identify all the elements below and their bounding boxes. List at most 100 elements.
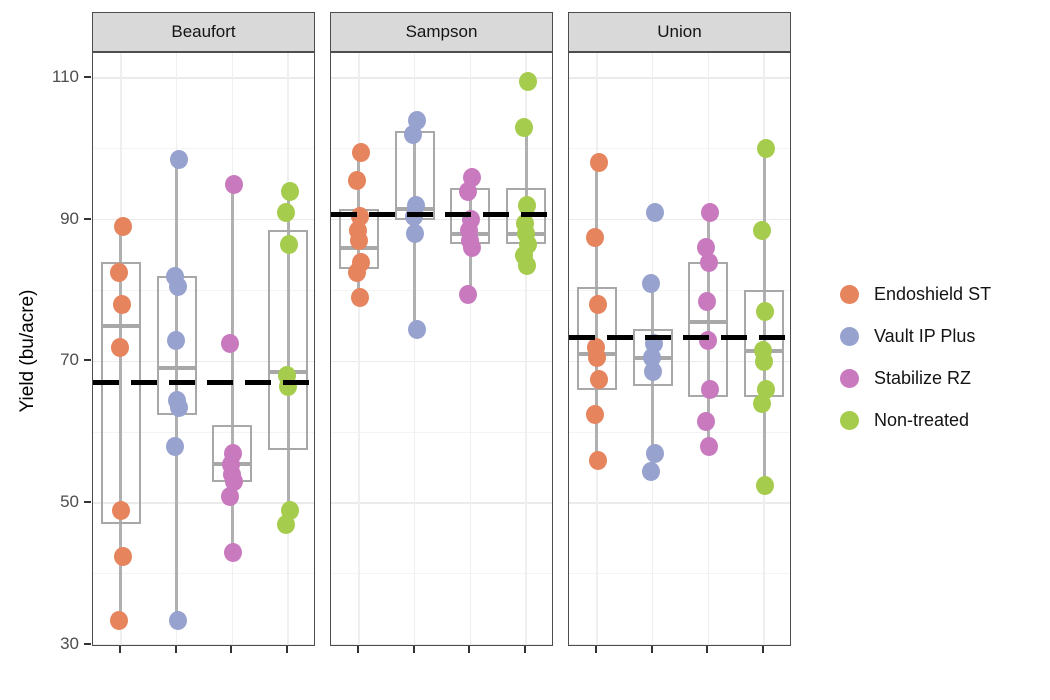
jitter-point-vault-ip-plus <box>645 202 664 222</box>
jitter-point-vault-ip-plus <box>641 273 660 293</box>
facet-panel-beaufort <box>92 52 315 646</box>
mean-dashed-line <box>93 380 314 386</box>
legend-swatch <box>840 326 859 346</box>
legend-item-endoshield-st: Endoshield ST <box>840 273 991 315</box>
boxplot-median <box>156 366 197 371</box>
jitter-point-endoshield-st <box>351 142 370 162</box>
major-gridline <box>569 644 790 645</box>
boxplot-box <box>688 262 729 397</box>
boxplot-median <box>688 320 729 325</box>
boxplot-box <box>100 262 141 525</box>
whisker-stem <box>286 191 290 525</box>
jitter-point-endoshield-st <box>588 295 607 315</box>
jitter-point-vault-ip-plus <box>165 436 184 456</box>
x-axis-tick <box>174 646 177 653</box>
y-axis-tick <box>84 217 91 220</box>
y-tick-label: 110 <box>51 66 79 86</box>
jitter-point-stabilize-rz <box>459 181 478 201</box>
jitter-point-vault-ip-plus <box>643 362 662 382</box>
major-gridline <box>93 360 314 363</box>
jitter-point-endoshield-st <box>347 171 366 191</box>
y-axis-tick <box>84 75 91 78</box>
whisker-stem <box>175 159 179 621</box>
major-gridline <box>93 218 314 221</box>
jitter-point-non-treated <box>280 234 299 254</box>
jitter-point-vault-ip-plus <box>405 224 424 244</box>
x-axis-tick <box>524 646 527 653</box>
minor-gridline <box>569 148 790 150</box>
jitter-point-stabilize-rz <box>463 238 482 258</box>
major-gridline <box>93 502 314 504</box>
legend-swatch <box>840 368 859 388</box>
jitter-point-endoshield-st <box>109 610 128 630</box>
jitter-point-endoshield-st <box>585 405 604 424</box>
jitter-point-non-treated <box>753 394 772 414</box>
jitter-point-non-treated <box>756 302 775 322</box>
jitter-point-non-treated <box>515 117 534 137</box>
x-axis-tick <box>356 646 359 653</box>
minor-gridline <box>331 431 552 433</box>
legend-label: Vault IP Plus <box>874 325 976 346</box>
jitter-point-endoshield-st <box>109 263 128 283</box>
x-axis-tick <box>118 646 121 653</box>
y-tick-label: 50 <box>60 492 79 512</box>
major-gridline <box>569 360 790 363</box>
jitter-point-stabilize-rz <box>698 291 717 311</box>
boxplot-median <box>100 323 141 328</box>
jitter-point-non-treated <box>277 514 296 534</box>
jitter-point-stabilize-rz <box>701 202 720 222</box>
facet-panel-union <box>568 52 791 646</box>
y-tick-label: 90 <box>60 208 79 228</box>
x-axis-tick <box>594 646 597 653</box>
x-axis-tick <box>286 646 289 653</box>
jitter-point-vault-ip-plus <box>407 319 426 339</box>
major-gridline <box>331 360 552 363</box>
jitter-point-non-treated <box>756 475 775 495</box>
jitter-point-vault-ip-plus <box>645 443 664 463</box>
jitter-point-vault-ip-plus <box>166 330 185 350</box>
x-axis-tick <box>762 646 765 653</box>
jitter-point-non-treated <box>518 195 537 215</box>
jitter-point-vault-ip-plus <box>403 125 422 144</box>
x-axis-tick <box>706 646 709 653</box>
minor-gridline <box>93 573 314 575</box>
jitter-point-vault-ip-plus <box>641 461 660 481</box>
facet-header-union: Union <box>568 12 791 52</box>
x-axis-tick <box>412 646 415 653</box>
facet-header-beaufort: Beaufort <box>92 12 315 52</box>
jitter-point-stabilize-rz <box>224 543 243 563</box>
jitter-point-endoshield-st <box>347 263 366 283</box>
column-gridline <box>358 53 360 645</box>
mean-dashed-line <box>331 212 552 218</box>
y-tick-label: 70 <box>60 350 79 370</box>
minor-gridline <box>569 289 790 291</box>
minor-gridline <box>331 573 552 575</box>
jitter-point-endoshield-st <box>350 288 369 308</box>
jitter-point-endoshield-st <box>112 295 131 315</box>
legend-label: Endoshield ST <box>874 283 992 304</box>
column-gridline <box>525 53 527 645</box>
whisker-stem <box>706 212 710 447</box>
jitter-point-non-treated <box>277 202 296 222</box>
minor-gridline <box>569 431 790 433</box>
major-gridline <box>331 644 552 645</box>
jitter-point-stabilize-rz <box>221 486 240 506</box>
y-axis-tick <box>84 642 91 645</box>
jitter-point-non-treated <box>755 351 774 371</box>
jitter-point-endoshield-st <box>585 227 604 247</box>
jitter-point-endoshield-st <box>349 231 368 251</box>
column-gridline <box>469 53 472 645</box>
legend-item-stabilize-rz: Stabilize RZ <box>840 357 971 399</box>
jitter-point-non-treated <box>753 220 772 240</box>
jitter-point-stabilize-rz <box>700 436 719 456</box>
y-axis-tick <box>84 359 91 362</box>
jitter-point-endoshield-st <box>589 369 608 389</box>
jitter-point-vault-ip-plus <box>168 277 187 297</box>
mean-dashed-line <box>569 335 790 341</box>
jitter-point-endoshield-st <box>588 451 607 471</box>
whisker-stem <box>119 226 123 621</box>
column-gridline <box>413 53 416 645</box>
jitter-point-non-treated <box>519 71 538 91</box>
jitter-point-stabilize-rz <box>700 252 719 272</box>
